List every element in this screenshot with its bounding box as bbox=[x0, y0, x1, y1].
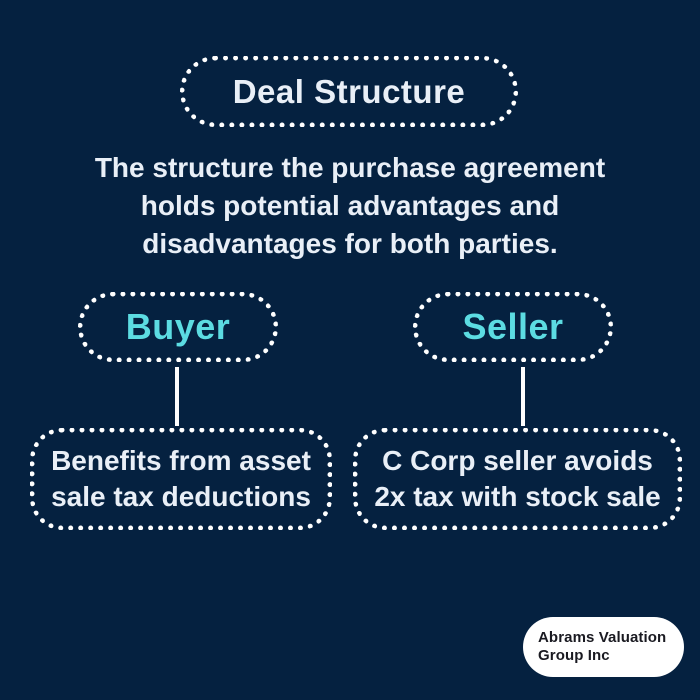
brand-line-2: Group Inc bbox=[538, 647, 610, 664]
brand-badge: Abrams Valuation Group Inc bbox=[523, 617, 684, 677]
description-line-1: The structure the purchase agreement bbox=[94, 152, 606, 183]
buyer-benefit-box: Benefits from asset sale tax deductions bbox=[30, 428, 332, 530]
description-line-3: disadvantages for both parties. bbox=[142, 228, 558, 259]
seller-label: Seller bbox=[462, 306, 564, 347]
seller-box: Seller bbox=[413, 292, 613, 362]
buyer-box: Buyer bbox=[78, 292, 278, 362]
buyer-benefit-line-1: Benefits from asset bbox=[51, 445, 311, 476]
seller-benefit-line-1: C Corp seller avoids bbox=[382, 445, 653, 476]
buyer-benefit-line-2: sale tax deductions bbox=[51, 481, 311, 512]
seller-connector-line bbox=[521, 367, 525, 426]
brand-line-1: Abrams Valuation bbox=[538, 629, 667, 646]
brand-text: Abrams Valuation Group Inc bbox=[538, 629, 666, 665]
seller-benefit-box: C Corp seller avoids 2x tax with stock s… bbox=[353, 428, 682, 530]
description-line-2: holds potential advantages and bbox=[140, 190, 560, 221]
page-title: Deal Structure bbox=[232, 72, 466, 110]
description: The structure the purchase agreement hol… bbox=[0, 149, 700, 263]
buyer-label: Buyer bbox=[125, 306, 231, 347]
title-box: Deal Structure bbox=[180, 56, 518, 127]
buyer-connector-line bbox=[175, 367, 179, 426]
seller-benefit-line-2: 2x tax with stock sale bbox=[374, 481, 661, 512]
